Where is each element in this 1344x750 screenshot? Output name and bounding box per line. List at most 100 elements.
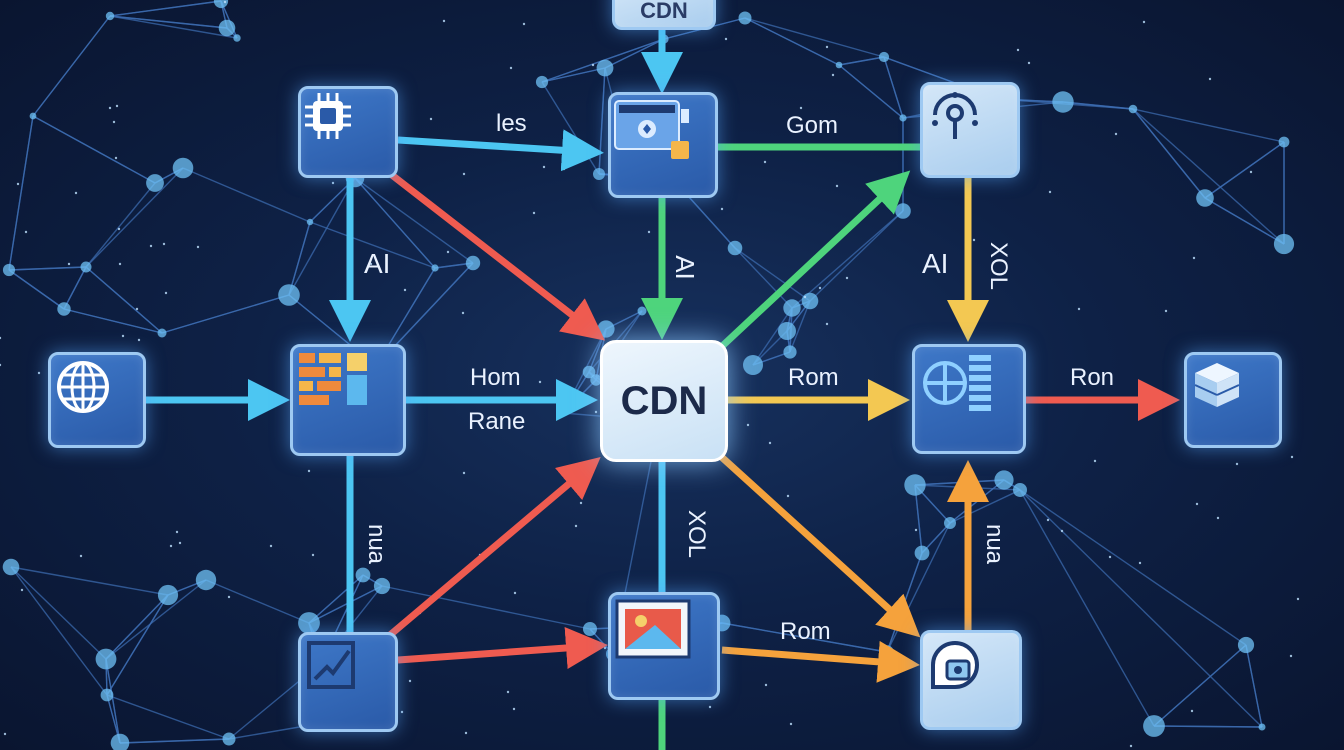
star-dot [0,336,2,340]
star-dot [789,722,793,726]
node-cube[interactable] [1184,352,1282,448]
network-dot [100,688,114,702]
node-top-cdn[interactable]: CDN [612,0,716,30]
star-dot [196,245,200,249]
node-media[interactable] [608,592,720,700]
network-dot [899,114,907,122]
star-dot [307,469,311,473]
cdn-label: CDN [620,378,708,423]
network-dot [465,255,481,271]
node-dashboard[interactable] [290,344,406,456]
node-chart[interactable] [298,632,398,732]
star-dot [1195,502,1199,506]
network-link [109,15,228,29]
network-dot [222,732,236,746]
sensor-icon [932,92,978,139]
star-dot [835,184,839,188]
star-dot [1114,132,1118,136]
network-dot [373,577,391,595]
network-dot [157,328,167,338]
star-dot [464,731,468,735]
network-link [381,585,591,630]
network-link [109,15,238,39]
network-dot [95,648,117,670]
node-top-label: CDN [640,0,688,23]
network-dot [1258,723,1266,731]
star-dot [446,250,450,254]
star-dot [1249,170,1253,174]
star-dot [1108,555,1112,559]
network-link [161,294,290,334]
star-dot [1129,744,1133,748]
arrow-chip-to-server [397,129,604,172]
star-dot [169,544,173,548]
star-dot [162,242,166,246]
network-link [85,266,163,334]
data-center-icon [923,355,991,411]
star-dot [1142,20,1146,24]
star-dot [114,156,118,160]
network-link [744,17,840,66]
star-dot [513,591,517,595]
network-link [309,221,436,269]
network-dot [743,355,763,375]
network-link [10,566,108,696]
network-link [1132,108,1285,143]
star-dot [79,554,83,558]
network-link [734,247,793,309]
star-dot [799,106,803,110]
star-dot [1235,462,1239,466]
network-dot [738,11,752,25]
star-dot [512,707,516,711]
network-link [1019,489,1247,646]
star-dot [3,732,7,736]
network-link [1204,197,1285,245]
network-link [106,594,169,696]
edge-label-bottom-right-vertical: nua [981,523,1009,565]
star-dot [408,679,412,683]
arrow-media-to-camera [721,640,920,683]
network-link [1132,108,1285,245]
star-dot [331,181,335,185]
node-server[interactable] [608,92,718,198]
arrow-chip-to-cdn [385,169,606,341]
network-link [85,167,184,268]
node-camera[interactable] [920,630,1022,730]
node-datacenter[interactable] [912,344,1026,454]
star-dot [825,45,829,49]
star-dot [1138,561,1142,565]
arrow-cdn-to-camera [713,449,921,638]
network-link [1062,101,1134,110]
network-dot [1013,483,1027,497]
node-chip[interactable] [298,86,398,178]
edge-label-bottom-left-vertical: nua [363,523,391,565]
star-dot [135,307,139,311]
network-link [8,269,65,310]
network-dot [835,61,843,69]
network-link [8,266,87,271]
star-dot [542,165,546,169]
node-globe[interactable] [48,352,146,448]
node-cdn-hub[interactable]: CDN [600,340,728,462]
node-sensor[interactable] [920,82,1020,178]
edge-label-top-left: les [496,110,527,137]
network-link [883,56,904,119]
star-dot [461,311,465,315]
arrow-cdn-to-sensor [715,170,911,353]
edge-label-right-vertical-b: XOL [985,241,1013,291]
star-dot [403,288,407,292]
edge-label-bottom-mid: Rom [780,618,831,645]
star-dot [223,0,227,4]
network-dot [431,264,439,272]
network-link [1132,108,1206,199]
star-dot [121,334,125,338]
star-dot [1164,309,1168,313]
network-dot [218,19,236,37]
network-dot [904,474,926,496]
star-dot [1208,77,1212,81]
camera-icon [931,641,979,689]
star-dot [914,528,918,532]
star-dot [538,380,542,384]
network-dot [2,263,16,277]
